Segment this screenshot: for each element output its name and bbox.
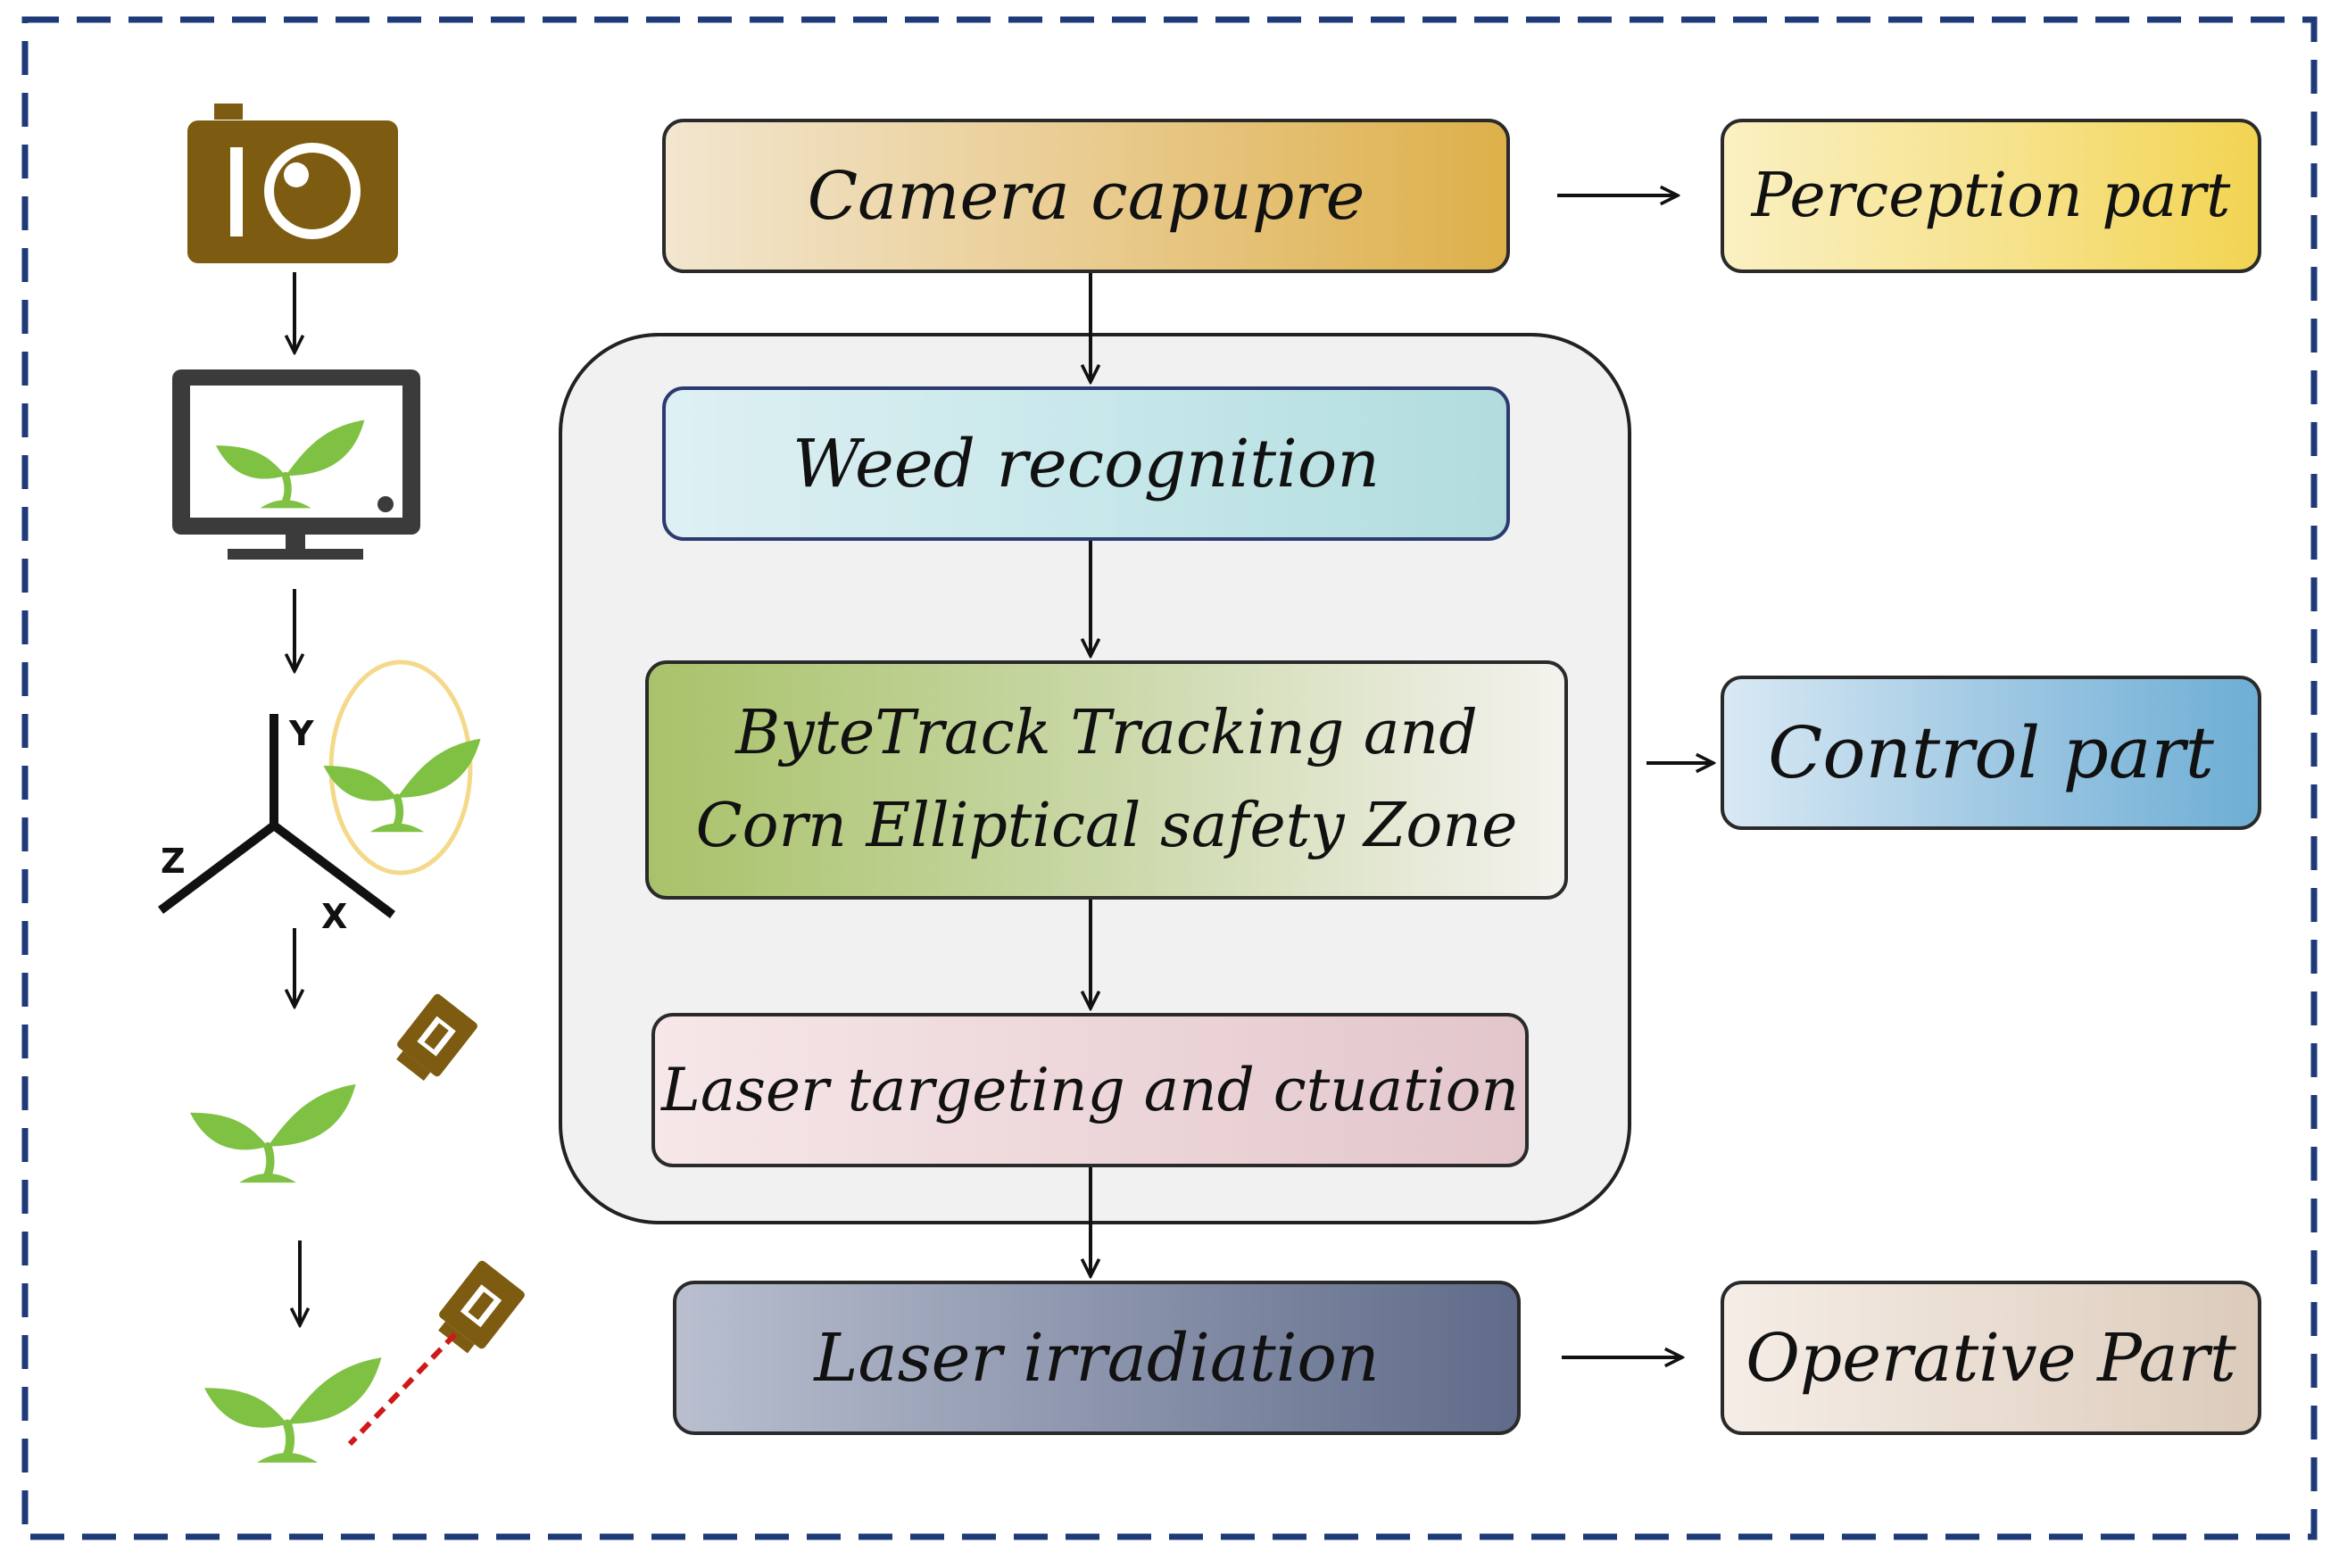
camera-icon <box>187 104 398 263</box>
plant-icon <box>204 1357 381 1463</box>
control-part-box: Control part <box>1721 676 2261 830</box>
weed-recognition-label: Weed recognition <box>792 425 1380 502</box>
laser-targeting-label: Laser targeting and ctuation <box>660 1056 1520 1124</box>
axis-y-label: Y <box>288 714 314 753</box>
operative-part-label: Operative Part <box>1746 1319 2236 1397</box>
axis-x-label: X <box>321 897 347 936</box>
outer-dashed-frame <box>21 16 2318 1540</box>
operative-part-box: Operative Part <box>1721 1281 2261 1435</box>
perception-part-box: Perception part <box>1721 119 2261 273</box>
weed-recognition-box: Weed recognition <box>662 386 1510 541</box>
bytetrack-label-line1: ByteTrack Tracking and <box>735 698 1478 768</box>
control-part-label: Control part <box>1768 711 2214 794</box>
laser-beam <box>347 1332 458 1447</box>
plant-icon <box>190 1084 356 1182</box>
camera-capture-label: Camera capupre <box>807 157 1365 235</box>
laser-irradiation-label: Laser irradiation <box>814 1319 1380 1397</box>
laser-targeting-box: Laser targeting and ctuation <box>651 1013 1529 1167</box>
camera-capture-box: Camera capupre <box>662 119 1510 273</box>
axis-z-label: Z <box>161 842 186 881</box>
bytetrack-box: ByteTrack Tracking and Corn Elliptical s… <box>645 660 1568 900</box>
perception-part-label: Perception part <box>1751 161 2231 231</box>
laser-emitter-icon <box>430 1258 527 1360</box>
plant-icon <box>324 739 481 833</box>
bytetrack-label-line2: Corn Elliptical safety Zone <box>695 791 1518 861</box>
monitor-icon <box>172 369 420 560</box>
laser-irradiation-box: Laser irradiation <box>673 1281 1521 1435</box>
axis-icon: Y Z X <box>158 714 396 936</box>
laser-emitter-icon <box>388 991 479 1087</box>
